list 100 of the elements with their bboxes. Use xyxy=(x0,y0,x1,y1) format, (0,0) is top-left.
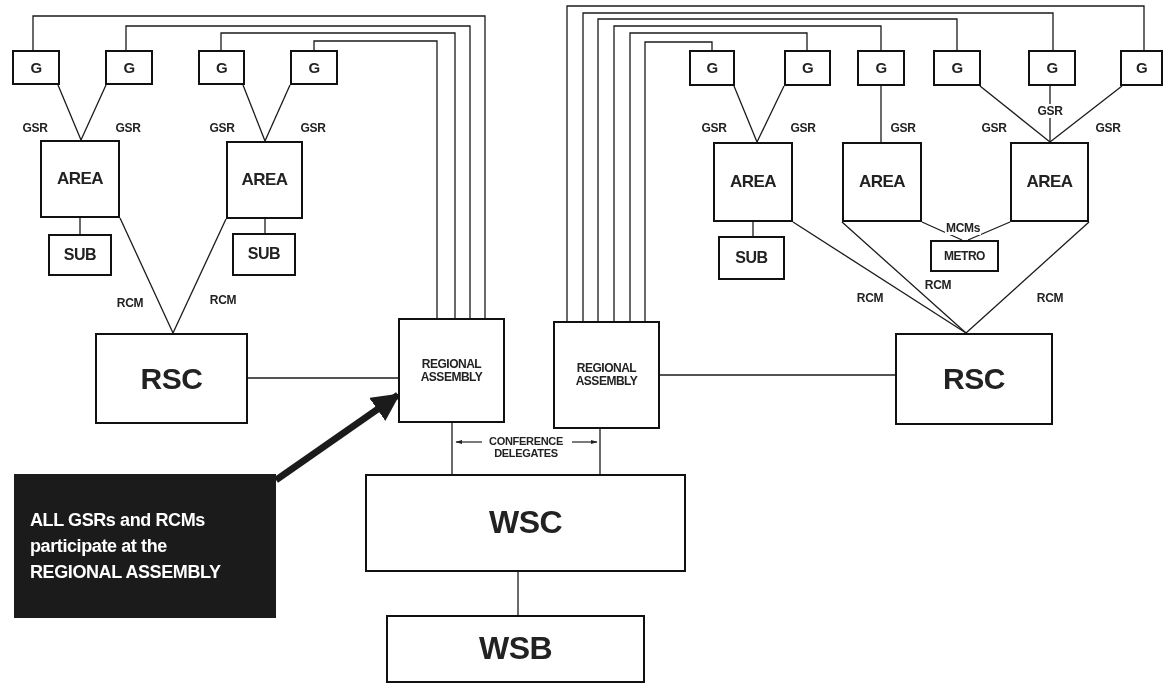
org-box xyxy=(895,333,1053,425)
connector-line xyxy=(644,41,713,322)
edge-label: GSR xyxy=(789,121,817,135)
connector-line xyxy=(599,428,601,475)
org-box xyxy=(40,140,120,218)
org-box xyxy=(398,318,505,423)
box-label: SUB xyxy=(247,246,281,263)
box-label: WSC xyxy=(488,506,563,540)
connector-line xyxy=(451,422,453,475)
box-label: AREA xyxy=(729,173,777,191)
org-box xyxy=(12,50,60,85)
box-label: G xyxy=(308,59,320,76)
connector-line xyxy=(613,25,882,322)
org-box xyxy=(105,50,153,85)
org-box xyxy=(198,50,245,85)
line-label: MCMs xyxy=(944,221,982,235)
connector-line xyxy=(125,25,471,319)
box-label: G xyxy=(706,60,718,76)
box-label: WSB xyxy=(478,632,553,666)
org-box xyxy=(48,234,112,276)
org-box xyxy=(365,474,686,572)
box-label: RSC xyxy=(943,363,1005,395)
org-box xyxy=(718,236,785,280)
org-box xyxy=(1120,50,1163,86)
box-label: SUB xyxy=(63,246,97,264)
box-label: G xyxy=(801,60,814,76)
connector-line xyxy=(517,571,519,616)
connector-line xyxy=(247,377,399,379)
org-box xyxy=(553,321,660,429)
connector-line xyxy=(1049,85,1123,143)
connector-line xyxy=(264,218,266,234)
edge-label: RCM xyxy=(208,293,238,307)
connector-line xyxy=(79,217,81,235)
box-label: G xyxy=(215,59,228,76)
edge-label: GSR xyxy=(1094,121,1122,135)
connector-line xyxy=(597,18,958,322)
org-box xyxy=(933,50,981,86)
edge-label: RCM xyxy=(855,291,885,305)
connector-line xyxy=(880,85,882,143)
box-label: AREA xyxy=(1026,173,1073,191)
connector-line xyxy=(242,84,266,142)
edge-label: GSR xyxy=(980,121,1008,135)
edge-label: RCM xyxy=(115,296,145,310)
box-label: G xyxy=(1046,60,1058,76)
connector-line xyxy=(965,221,1090,334)
org-box xyxy=(95,333,248,424)
box-label: G xyxy=(875,60,887,76)
connector-line xyxy=(80,84,107,141)
connector-line xyxy=(313,40,438,319)
edge-label: GSR xyxy=(889,121,917,135)
connector-line xyxy=(57,84,82,141)
connector-line xyxy=(220,32,456,319)
connector-line xyxy=(733,85,758,143)
box-label: AREA xyxy=(56,170,104,188)
connector-line xyxy=(32,15,486,319)
edge-label: GSR xyxy=(299,121,327,135)
callout-box xyxy=(14,474,276,618)
box-label: G xyxy=(123,59,135,76)
connector-line xyxy=(629,32,808,322)
org-box xyxy=(713,142,793,222)
box-label: AREA xyxy=(858,173,906,191)
org-box xyxy=(386,615,645,683)
org-box xyxy=(930,240,999,272)
org-box xyxy=(784,50,831,86)
edge-label: GSR xyxy=(21,121,49,135)
org-box xyxy=(857,50,905,86)
edge-label: GSR xyxy=(700,121,728,135)
box-label: SUB xyxy=(735,249,768,267)
edge-label: GSR xyxy=(1036,104,1064,118)
connector-line xyxy=(756,85,785,143)
edge-label: RCM xyxy=(1035,291,1065,305)
org-box xyxy=(290,50,338,85)
box-label: REGIONAL ASSEMBLY xyxy=(574,362,639,388)
box-label: G xyxy=(951,60,963,76)
connector-line xyxy=(659,374,896,376)
box-label: AREA xyxy=(241,171,288,189)
box-label: G xyxy=(1135,60,1148,76)
connector-line xyxy=(264,84,291,142)
connector-line xyxy=(841,221,967,334)
org-box xyxy=(689,50,735,86)
org-box xyxy=(232,233,296,276)
box-label: RSC xyxy=(140,362,203,395)
box-label: REGIONAL ASSEMBLY xyxy=(419,357,484,384)
connector-line xyxy=(566,5,1145,322)
edge-label: RCM xyxy=(923,278,953,292)
edge-label: GSR xyxy=(114,121,142,135)
connector-line xyxy=(921,221,963,241)
connector-line xyxy=(172,218,227,334)
callout-text: ALL GSRs and RCMs participate at the REGIONAL ASSEMBLY xyxy=(30,508,222,585)
connector-line xyxy=(119,217,174,334)
connector-line xyxy=(979,85,1051,143)
box-label: METRO xyxy=(944,249,985,263)
org-box xyxy=(1010,142,1089,222)
connector-line xyxy=(967,221,1011,241)
edge-label: GSR xyxy=(208,121,236,135)
org-box xyxy=(226,141,303,219)
box-label: G xyxy=(30,59,42,76)
org-box xyxy=(1028,50,1076,86)
org-box xyxy=(842,142,922,222)
connector-line xyxy=(582,12,1054,322)
